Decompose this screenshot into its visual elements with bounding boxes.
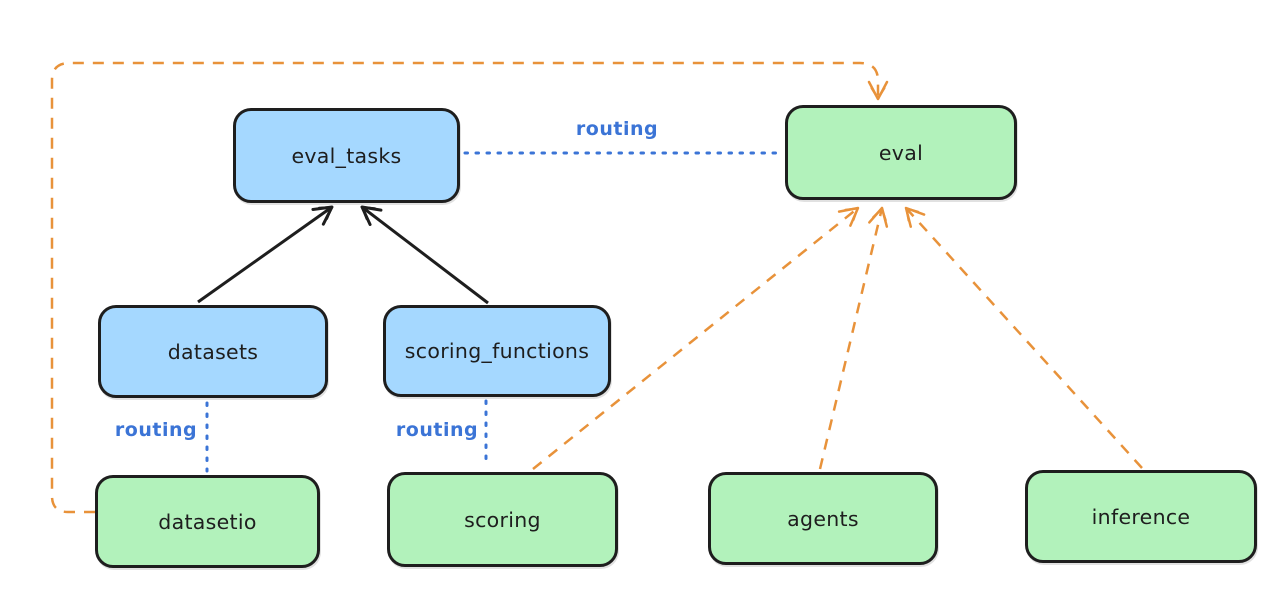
edge-label-routing: routing bbox=[114, 419, 198, 441]
node-label: agents bbox=[787, 506, 859, 531]
node-label: datasetio bbox=[158, 509, 257, 534]
edge-agents-to-eval bbox=[818, 206, 889, 470]
node-label: inference bbox=[1091, 504, 1191, 529]
node-eval_tasks: eval_tasks bbox=[233, 108, 460, 203]
node-label: eval_tasks bbox=[291, 143, 402, 168]
edge-scoring-to-eval bbox=[532, 206, 860, 470]
node-datasets: datasets bbox=[98, 305, 328, 398]
node-scoring_functions: scoring_functions bbox=[383, 305, 611, 397]
node-inference: inference bbox=[1025, 470, 1257, 563]
node-eval: eval bbox=[785, 105, 1017, 200]
node-datasetio: datasetio bbox=[95, 475, 320, 568]
node-label: scoring bbox=[464, 507, 541, 532]
edge-datasets-to-eval_tasks bbox=[197, 205, 334, 304]
edge-inference-to-eval bbox=[904, 206, 1143, 469]
node-label: scoring_functions bbox=[404, 339, 590, 363]
node-label: eval bbox=[878, 140, 924, 165]
node-scoring: scoring bbox=[387, 472, 618, 567]
edge-label-routing: routing bbox=[395, 419, 479, 441]
node-label: datasets bbox=[167, 339, 259, 364]
edge-datasetio-loop-to-eval bbox=[50, 61, 889, 514]
edge-scoring_functions-to-eval_tasks bbox=[360, 205, 489, 305]
node-agents: agents bbox=[708, 472, 938, 565]
edge-label-routing: routing bbox=[575, 118, 659, 140]
